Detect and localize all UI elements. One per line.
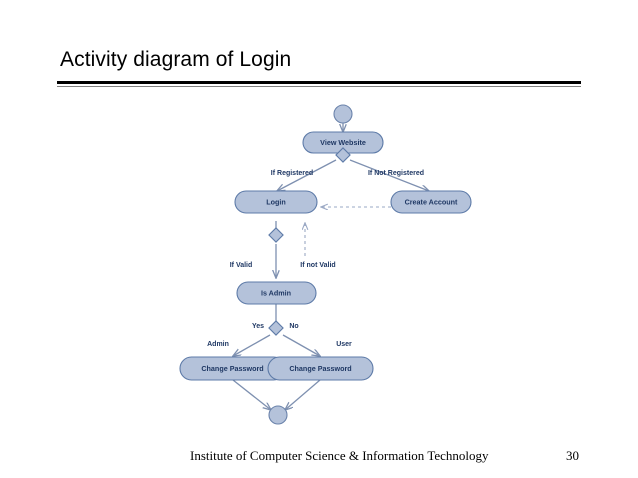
edge-decision-1-to-create-account	[349, 159, 429, 191]
decision-node-valid[interactable]	[268, 227, 284, 243]
decision-node-registered[interactable]	[335, 147, 351, 163]
activity-change-password-user[interactable]	[267, 356, 374, 381]
activity-change-password-admin-label: Change Password	[201, 364, 263, 373]
edge-label-yes: Yes	[252, 323, 264, 330]
edge-change-password-user-to-end	[285, 379, 321, 410]
edge-label-if-not-registered: If Not Registered	[368, 170, 424, 177]
page-title: Activity diagram of Login	[60, 48, 292, 71]
decision-node-is-admin[interactable]	[268, 320, 284, 336]
title-rule-thick	[57, 81, 581, 84]
edge-label-if-registered: If Registered	[271, 170, 313, 177]
edge-label-user: User	[336, 341, 352, 348]
activity-create-account-label: Create Account	[405, 197, 458, 206]
edge-decision-3-to-change-password-user	[282, 334, 320, 356]
activity-is-admin[interactable]	[236, 281, 317, 305]
edge-decision-3-to-change-password-admin	[233, 334, 271, 356]
activity-change-password-user-label: Change Password	[289, 364, 351, 373]
activity-login-label: Login	[266, 197, 286, 206]
final-node[interactable]	[268, 405, 288, 425]
footer-institute-text: Institute of Computer Science & Informat…	[190, 448, 489, 463]
title-rule-thin	[57, 86, 581, 87]
initial-node[interactable]	[333, 104, 353, 124]
activity-login[interactable]	[234, 190, 318, 214]
edge-label-if-not-valid: If not Valid	[300, 262, 335, 269]
edge-decision-1-to-login	[277, 159, 337, 191]
activity-is-admin-label: Is Admin	[261, 288, 291, 297]
activity-view-website-label: View Website	[320, 138, 366, 147]
edge-label-if-valid: If Valid	[230, 262, 253, 269]
edge-change-password-admin-to-end	[232, 379, 271, 410]
edge-label-no: No	[289, 323, 298, 330]
activity-create-account[interactable]	[390, 190, 472, 214]
footer-page-number: 30	[566, 448, 579, 463]
edge-label-admin: Admin	[207, 341, 229, 348]
activity-diagram-svg: View Website If Registered If Not Regist…	[179, 104, 472, 425]
activity-diagram-panel: View Website If Registered If Not Regist…	[172, 92, 490, 430]
